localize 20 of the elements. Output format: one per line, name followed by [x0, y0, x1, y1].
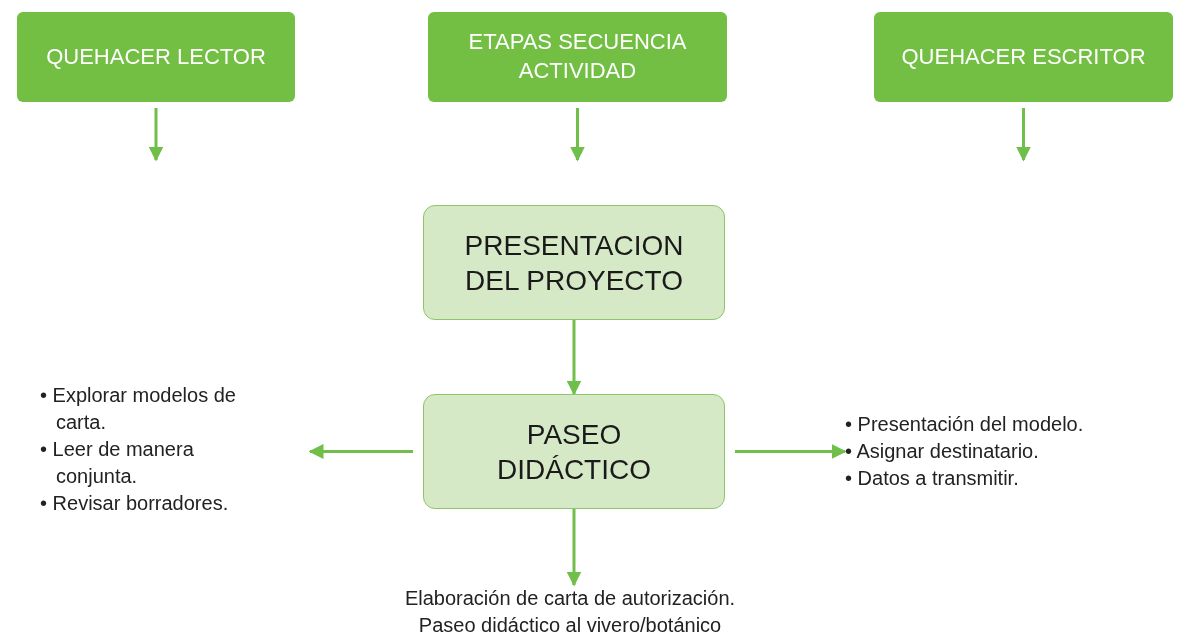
arrow — [148, 108, 164, 162]
bullet-item: • Presentación del modelo. — [845, 411, 1085, 437]
header-box: QUEHACER ESCRITOR — [874, 12, 1173, 102]
bullet-item: • Datos a transmitir. — [845, 465, 1020, 491]
note-text: Elaboración de carta de autorización. — [404, 586, 736, 611]
stage-box: PASEO DIDÁCTICO — [423, 394, 725, 509]
bullet-item: • Revisar borradores. — [40, 490, 230, 516]
header-box: QUEHACER LECTOR — [17, 12, 295, 102]
arrow — [566, 320, 582, 396]
arrow — [1016, 108, 1031, 162]
bullet-item: • Explorar modelos de carta. — [40, 382, 237, 435]
bullet-item: • Leer de manera conjunta. — [40, 436, 195, 489]
header-box: ETAPAS SECUENCIA ACTIVIDAD — [428, 12, 727, 102]
arrow — [735, 444, 847, 459]
arrow — [570, 108, 585, 162]
stage-box: PRESENTACION DEL PROYECTO — [423, 205, 725, 320]
note-text: Paseo didáctico al vivero/botánico — [418, 613, 722, 638]
arrow — [308, 444, 413, 459]
bullet-item: • Asignar destinatario. — [845, 438, 1040, 464]
arrow — [566, 509, 582, 587]
